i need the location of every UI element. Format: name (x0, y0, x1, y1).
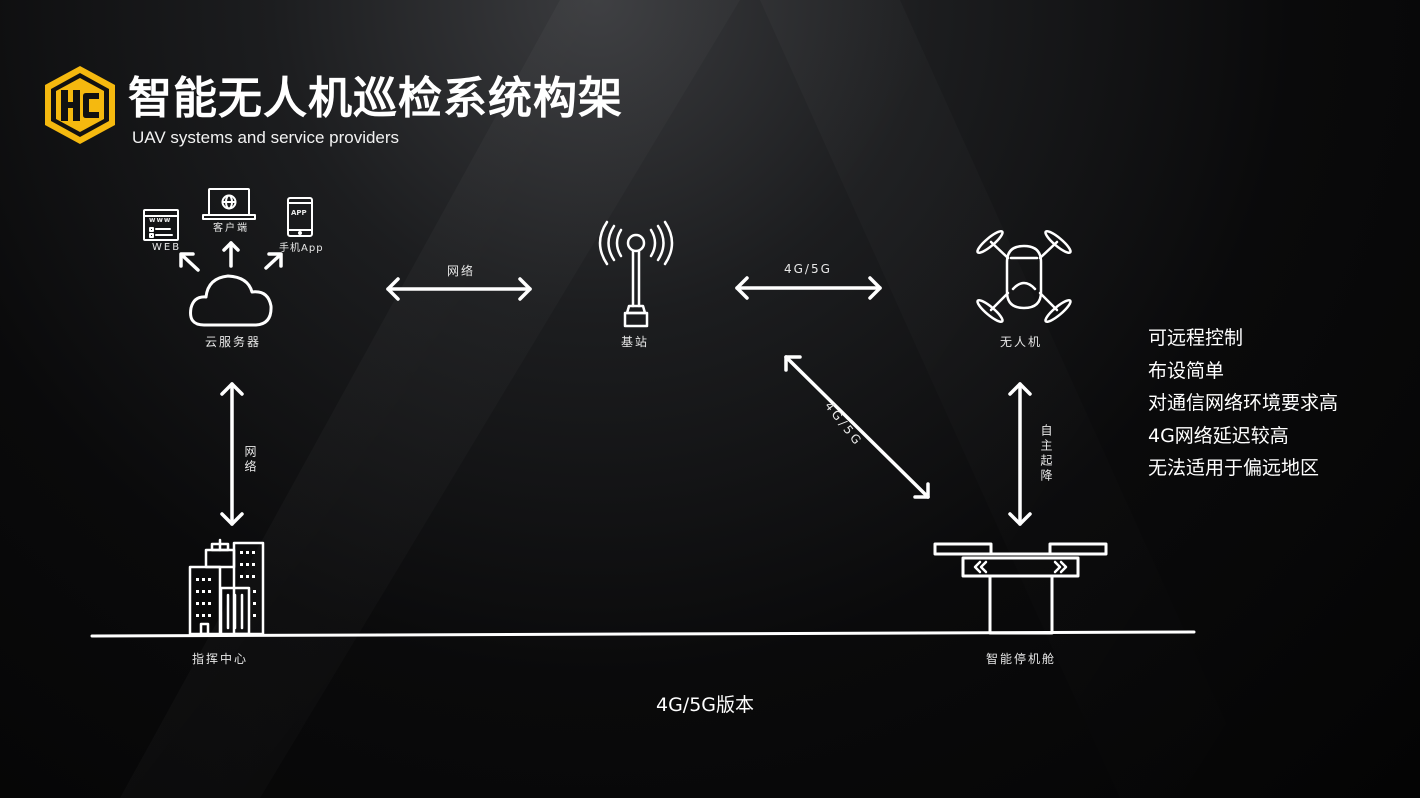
link-arrow-station-drone (735, 276, 882, 300)
hangar-icon (933, 542, 1108, 635)
page-title: 智能无人机巡检系统构架 (128, 73, 623, 124)
base-station-icon (598, 220, 674, 328)
feature-item: 对通信网络环境要求高 (1148, 392, 1339, 414)
mobile-phone-icon (287, 197, 313, 237)
link-label-drone-hangar: 自主起降 (1039, 424, 1053, 484)
link-label-cloud-station: 网络 (447, 264, 476, 278)
mobile-screen-text: APP (291, 209, 307, 217)
link-arrow-station-hangar (784, 355, 930, 499)
base-station-label: 基站 (621, 335, 650, 349)
feature-item: 可远程控制 (1148, 327, 1244, 349)
hangar-label: 智能停机舱 (986, 652, 1057, 666)
mobile-app-label: 手机App (279, 243, 324, 254)
web-screen-text: www (149, 216, 172, 224)
building-windows (196, 551, 256, 617)
feature-item: 布设简单 (1148, 359, 1225, 382)
version-caption: 4G/5G版本 (656, 694, 755, 716)
web-label: WEB (152, 242, 182, 253)
cloud-arrows (179, 241, 283, 272)
feature-item: 无法适用于偏远地区 (1148, 457, 1320, 479)
link-arrow-drone-hangar (1008, 382, 1032, 526)
link-arrow-cloud-command (220, 382, 244, 526)
link-arrow-cloud-station (386, 277, 532, 301)
command-center-label: 指挥中心 (192, 652, 249, 666)
page-subtitle: UAV systems and service providers (132, 128, 400, 147)
web-browser-icon (143, 209, 179, 241)
drone-label: 无人机 (1000, 335, 1043, 349)
feature-item: 4G网络延迟较高 (1148, 424, 1289, 447)
link-label-cloud-command: 网络 (243, 445, 257, 475)
cloud-icon (189, 274, 273, 327)
drone-icon (976, 230, 1072, 323)
client-label: 客户端 (213, 223, 249, 234)
feature-list: 可远程控制 布设简单 对通信网络环境要求高 4G网络延迟较高 无法适用于偏远地区 (1148, 322, 1338, 485)
cloud-label: 云服务器 (205, 335, 262, 349)
command-center-buildings-icon (188, 538, 265, 636)
link-label-station-drone: 4G/5G (784, 262, 832, 276)
hc-logo (45, 66, 115, 144)
laptop-icon (202, 188, 256, 220)
